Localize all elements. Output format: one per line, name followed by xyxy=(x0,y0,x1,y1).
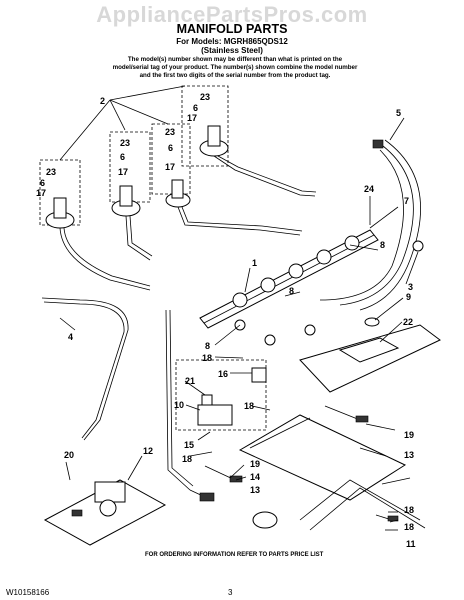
burner-tube-left xyxy=(59,227,151,291)
finish-line: (Stainless Steel) xyxy=(201,46,263,55)
callout-11: 11 xyxy=(406,539,416,549)
callout-23: 23 xyxy=(120,138,130,148)
callout-20: 20 xyxy=(64,450,74,460)
pressure-regulator xyxy=(197,394,233,426)
callout-23: 23 xyxy=(165,127,175,137)
callout-19: 19 xyxy=(250,459,260,469)
callout-23: 23 xyxy=(46,167,56,177)
valve-group-right xyxy=(181,85,229,167)
regulator-tube xyxy=(165,309,191,491)
callout-18: 18 xyxy=(244,401,254,411)
burner-valve-left xyxy=(45,197,75,229)
burner-valve-mid xyxy=(165,179,191,208)
callout-17: 17 xyxy=(165,162,175,172)
callout-6: 6 xyxy=(40,178,45,188)
callout-4: 4 xyxy=(68,332,73,342)
callout-16: 16 xyxy=(218,369,228,379)
callout-2: 2 xyxy=(100,96,105,106)
callout-24: 24 xyxy=(364,184,374,194)
callout-6: 6 xyxy=(168,143,173,153)
manifold-valves xyxy=(232,235,360,346)
callout-1: 1 xyxy=(252,258,257,268)
callout-14: 14 xyxy=(250,472,260,482)
page-title: MANIFOLD PARTS xyxy=(176,22,288,36)
grommet xyxy=(364,317,380,327)
callout-10: 10 xyxy=(174,400,184,410)
heat-shield xyxy=(299,324,441,393)
page-number: 3 xyxy=(228,588,233,597)
callout-18: 18 xyxy=(404,505,414,515)
document-id: W10158166 xyxy=(6,588,50,597)
lower-burner xyxy=(238,414,426,531)
burner-tube-mid xyxy=(177,206,301,236)
callout-21: 21 xyxy=(185,376,195,386)
callout-6: 6 xyxy=(193,103,198,113)
burner-valve-mid-left xyxy=(111,185,141,217)
regulator-group xyxy=(175,359,267,431)
callout-5: 5 xyxy=(396,108,401,118)
callout-8: 8 xyxy=(380,240,385,250)
models-line: For Models: MGRH865QDS12 xyxy=(176,37,288,46)
callout-15: 15 xyxy=(184,440,194,450)
callout-18: 18 xyxy=(404,522,414,532)
wire-harness xyxy=(359,139,421,311)
callout-17: 17 xyxy=(118,167,128,177)
burner-tube-right xyxy=(213,155,316,197)
callout-22: 22 xyxy=(403,317,413,327)
callout-23: 23 xyxy=(200,92,210,102)
burner-tube-mid-left xyxy=(125,215,151,261)
callout-6: 6 xyxy=(120,152,125,162)
ordering-info: FOR ORDERING INFORMATION REFER TO PARTS … xyxy=(145,552,324,558)
leader-lines xyxy=(59,85,419,531)
model-note: The model(s) number shown may be differe… xyxy=(112,56,358,79)
callout-17: 17 xyxy=(36,188,46,198)
callout-9: 9 xyxy=(406,292,411,302)
oven-igniter xyxy=(199,492,215,502)
bracket xyxy=(251,367,267,383)
harness-connector xyxy=(372,139,384,149)
callout-17: 17 xyxy=(187,113,197,123)
callout-8: 8 xyxy=(205,341,210,351)
callout-13: 13 xyxy=(404,450,414,460)
callout-13: 13 xyxy=(250,485,260,495)
callout-19: 19 xyxy=(404,430,414,440)
callout-18: 18 xyxy=(182,454,192,464)
callout-18: 18 xyxy=(202,353,212,363)
watermark: AppliancePartsPros.com xyxy=(96,2,368,27)
burner-valve-right xyxy=(199,125,229,157)
callout-12: 12 xyxy=(143,446,153,456)
knob-stem xyxy=(412,240,424,252)
callout-7: 7 xyxy=(404,196,409,206)
callout-8: 8 xyxy=(289,286,294,296)
supply-tube xyxy=(41,297,129,441)
oven-valve-assembly xyxy=(43,479,167,546)
callout-3: 3 xyxy=(408,282,413,292)
